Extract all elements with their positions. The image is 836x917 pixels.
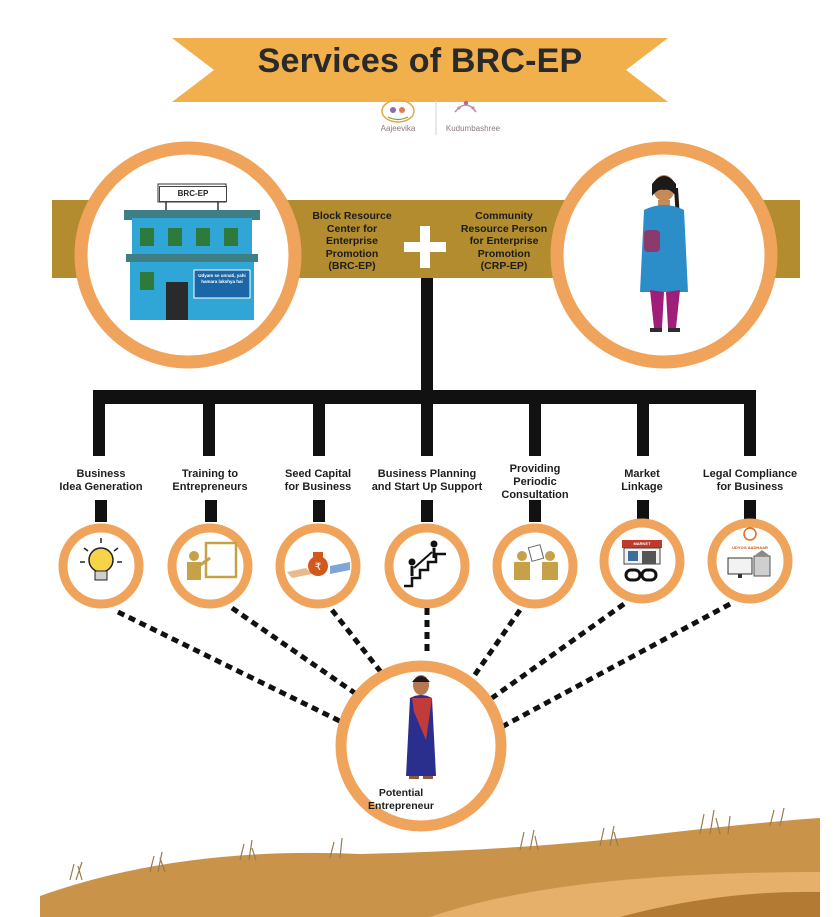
udyog-aadhaar-icon	[727, 527, 771, 578]
potential-entrepreneur-label-line: Potential	[378, 787, 424, 799]
svg-text:₹: ₹	[315, 562, 321, 573]
service-label-line: Providing	[509, 463, 561, 475]
crp-ep-label: Community Resource Person for Enterprise…	[448, 210, 560, 273]
aajeevika-logo	[381, 99, 415, 123]
service-label-line: for Business	[284, 481, 352, 493]
page-title: Services of BRC-EP	[257, 42, 583, 80]
dotted-connectors	[116, 601, 732, 733]
service-label-line: and Start Up Support	[371, 481, 483, 493]
service-label-business-planning: Business Planning and Start Up Support	[362, 468, 492, 494]
service-label-line: Training to	[181, 468, 239, 480]
service-label-market-linkage: Market Linkage	[582, 468, 702, 494]
service-label-line: Linkage	[621, 481, 663, 493]
service-label-consultation: Providing Periodic Consultation	[475, 463, 595, 502]
kudumbashree-logo	[454, 100, 477, 113]
lightbulb-icon	[80, 538, 122, 581]
service-label-legal-compliance: Legal Compliance for Business	[686, 468, 814, 494]
building-board-text: Udyam se unnati, yahi hamara lakshya hai	[198, 273, 246, 284]
crp-ep-label-line: Resource Person	[460, 222, 548, 235]
woman-in-saree-icon	[406, 675, 436, 779]
market-link-icon	[622, 540, 662, 582]
crp-ep-label-line: Community	[475, 210, 533, 222]
service-label-line: Business Planning	[377, 468, 477, 480]
stairs-helping-icon	[404, 540, 446, 588]
brc-ep-label: Block Resource Center for Enterprise Pro…	[300, 210, 404, 273]
service-label-idea-generation: Business Idea Generation	[41, 468, 161, 494]
brc-ep-label-line: Promotion	[325, 247, 379, 260]
service-label-line: Business	[76, 468, 126, 480]
udyog-aadhaar-sign-text: UDYOG AADHAAR	[732, 545, 768, 550]
service-circles	[58, 518, 793, 609]
potential-entrepreneur-label-line: Entrepreneur	[368, 799, 434, 812]
service-label-line: Periodic	[513, 476, 557, 488]
crp-ep-label-line: Promotion	[477, 247, 531, 260]
service-label-training: Training to Entrepreneurs	[150, 468, 270, 494]
plus-icon	[404, 226, 446, 268]
ground-landscape	[40, 807, 820, 917]
service-label-line: Consultation	[501, 489, 569, 501]
money-bag-handover-icon: ₹	[287, 552, 350, 578]
brc-ep-label-line: (BRC-EP)	[328, 260, 376, 272]
service-label-line: Entrepreneurs	[172, 481, 248, 493]
aajeevika-logo-label: Aajeevika	[380, 124, 416, 133]
market-sign-text: MARKET	[633, 541, 651, 546]
brc-ep-label-line: Enterprise	[326, 235, 378, 247]
crp-ep-label-line: (CRP-EP)	[480, 260, 528, 272]
service-label-line: Market	[624, 468, 660, 480]
service-label-line: Seed Capital	[284, 468, 352, 480]
service-label-line: Legal Compliance	[702, 468, 798, 480]
building-sign: BRC-EP	[159, 186, 227, 202]
brc-ep-label-line: Block Resource	[312, 210, 392, 222]
crp-ep-woman-illustration	[640, 175, 688, 332]
title-banner	[172, 38, 668, 102]
service-label-line: for Business	[716, 481, 784, 493]
consultation-icon	[514, 544, 558, 580]
service-label-line: Idea Generation	[59, 481, 143, 493]
trainer-board-icon	[187, 541, 238, 580]
connector-tree	[93, 278, 756, 522]
kudumbashree-logo-label: Kudumbashree	[445, 124, 501, 133]
crp-ep-label-line: for Enterprise	[469, 235, 539, 247]
potential-entrepreneur-label: Potential Entrepreneur	[336, 787, 466, 812]
service-circle-5	[492, 523, 578, 609]
brc-ep-building-illustration	[124, 183, 260, 320]
service-label-seed-capital: Seed Capital for Business	[258, 468, 378, 494]
brc-ep-label-line: Center for	[326, 222, 378, 235]
